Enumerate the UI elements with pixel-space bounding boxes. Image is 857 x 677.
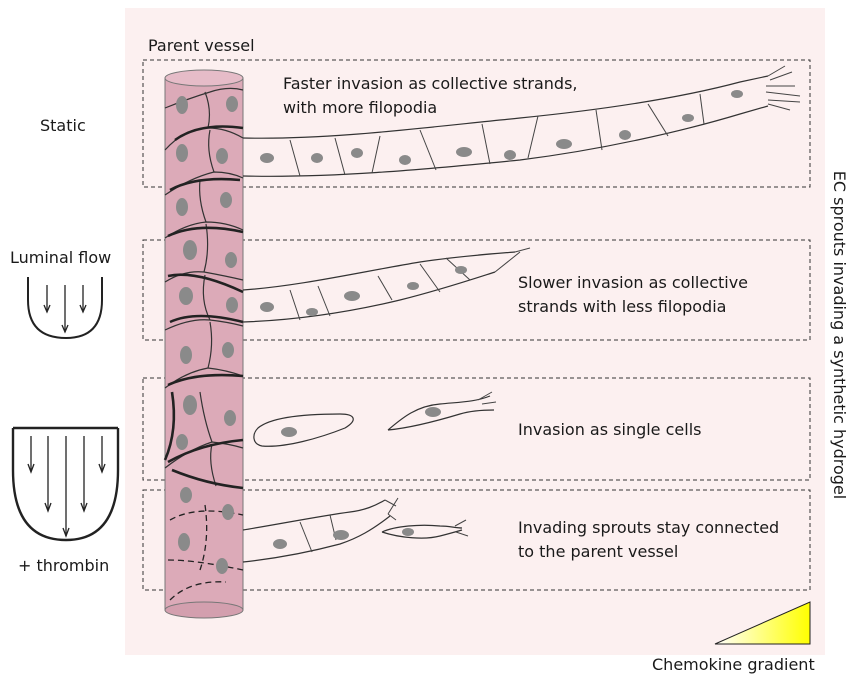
- parent-vessel: [165, 70, 243, 618]
- chemokine-gradient-triangle: [715, 602, 810, 644]
- flow-profile-strong-icon: [13, 428, 118, 540]
- side-label: EC sprouts invading a synthetic hydrogel: [827, 155, 851, 515]
- flow-profile-luminal-icon: [28, 277, 102, 338]
- row-4-description: Invading sprouts stay connected to the p…: [518, 516, 779, 564]
- sprout-thrombin: [243, 498, 468, 562]
- row-1-description: Faster invasion as collective strands, w…: [283, 72, 577, 120]
- parent-vessel-label: Parent vessel: [148, 35, 255, 57]
- sprout-single-cells: [254, 392, 496, 446]
- sprout-luminal: [243, 248, 530, 322]
- condition-static-label: Static: [40, 115, 86, 137]
- row-2-description: Slower invasion as collective strands wi…: [518, 271, 748, 319]
- chemokine-gradient-label: Chemokine gradient: [652, 654, 815, 676]
- row-3-description: Invasion as single cells: [518, 418, 701, 442]
- condition-luminal-flow-label: Luminal flow: [10, 247, 111, 269]
- condition-thrombin-label: + thrombin: [18, 555, 109, 577]
